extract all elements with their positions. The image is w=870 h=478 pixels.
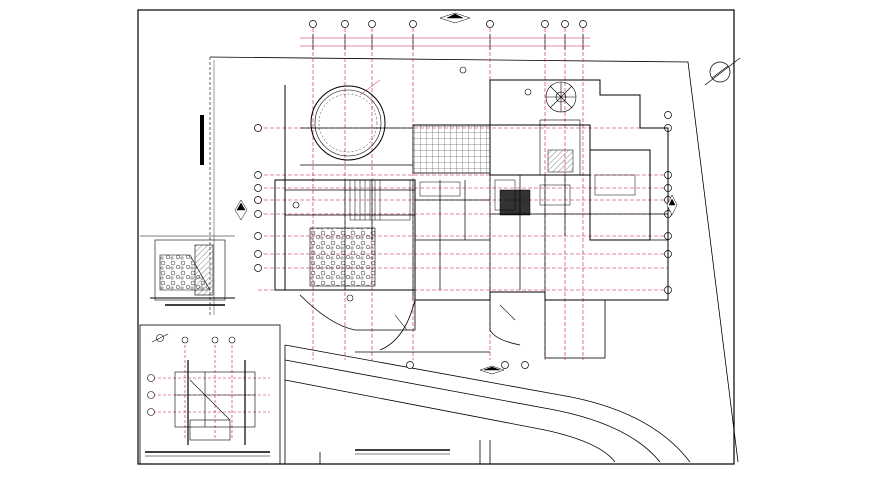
detail-plan <box>147 333 270 445</box>
street-edges <box>284 344 691 464</box>
section-arrows <box>394 304 516 331</box>
driveway-curves <box>299 294 606 359</box>
grid-lines-vertical <box>312 28 584 360</box>
circular-plaza <box>310 85 386 161</box>
wall-section-detail <box>140 235 235 306</box>
detail-inset-frame <box>139 324 281 465</box>
grid-bubbles-bottom <box>406 361 529 369</box>
wall-section-mark <box>200 115 204 165</box>
sheet-border <box>137 9 735 465</box>
top-dimension-ticks <box>312 34 584 50</box>
grid-bubbles-left <box>254 124 262 272</box>
top-dimension-lines <box>300 37 590 47</box>
spot-markers <box>292 66 532 302</box>
pergola-grid <box>412 124 491 174</box>
stair-details <box>349 174 636 221</box>
leader-line <box>359 79 381 96</box>
site-boundary <box>209 56 739 463</box>
section-symbol-icon <box>234 12 678 375</box>
stone-floor-area <box>309 227 376 287</box>
north-arrow-icon <box>704 57 741 86</box>
grid-bubbles-top <box>309 20 587 28</box>
spiral-stair <box>545 81 577 113</box>
